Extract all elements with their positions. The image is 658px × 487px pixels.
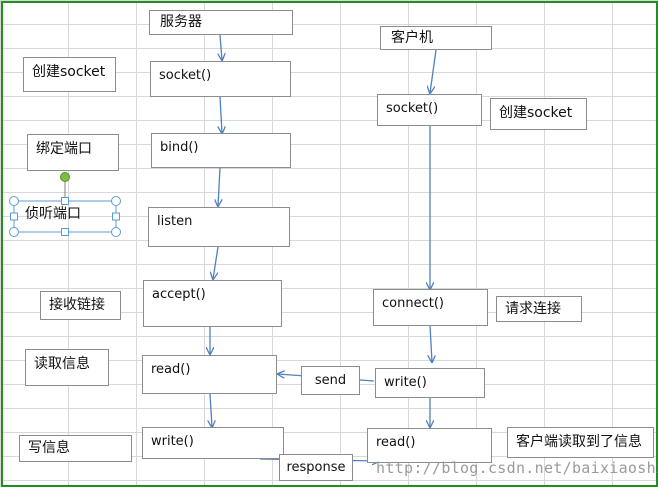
note-accept-link: 接收链接: [40, 291, 121, 320]
arrow-server-to-socket: [220, 34, 222, 60]
client-write-box: write(): [375, 368, 485, 398]
arrow-bind-to-listen: [218, 167, 220, 206]
arrow-connect-to-write: [430, 325, 432, 362]
note-write-info: 写信息: [19, 435, 132, 462]
send-label: send: [301, 366, 360, 395]
server-read-box: read(): [142, 355, 277, 394]
note-request-connect: 请求连接: [496, 296, 582, 322]
note-client-read-done: 客户端读取到了信息: [507, 427, 654, 458]
note-server-create-socket: 创建socket: [23, 57, 116, 92]
client-connect-box: connect(): [373, 289, 488, 326]
arrow-listen-to-accept: [213, 246, 219, 279]
client-socket-box: socket(): [377, 94, 482, 126]
server-socket-box: socket(): [150, 61, 291, 97]
response-label: response: [279, 454, 353, 481]
arrow-socket-to-bind: [220, 96, 222, 133]
arrow-read-to-write: [210, 393, 212, 427]
client-read-box: read(): [367, 428, 492, 463]
arrow-client-to-socket: [430, 49, 437, 93]
server-write-box: write(): [142, 427, 284, 459]
note-client-create-socket: 创建socket: [490, 98, 587, 130]
server-title: 服务器: [149, 10, 293, 35]
server-accept-box: accept(): [143, 280, 282, 327]
note-bind-port: 绑定端口: [27, 134, 119, 171]
note-read-info: 读取信息: [25, 349, 109, 386]
client-title: 客户机: [380, 26, 492, 50]
note-listen-port: 侦听端口: [25, 206, 81, 222]
watermark-text: http://blog.csdn.net/baixiaoshi: [376, 459, 658, 477]
server-bind-box: bind(): [151, 133, 291, 168]
server-listen-box: listen: [148, 207, 290, 247]
selection-handles: [9, 172, 121, 237]
